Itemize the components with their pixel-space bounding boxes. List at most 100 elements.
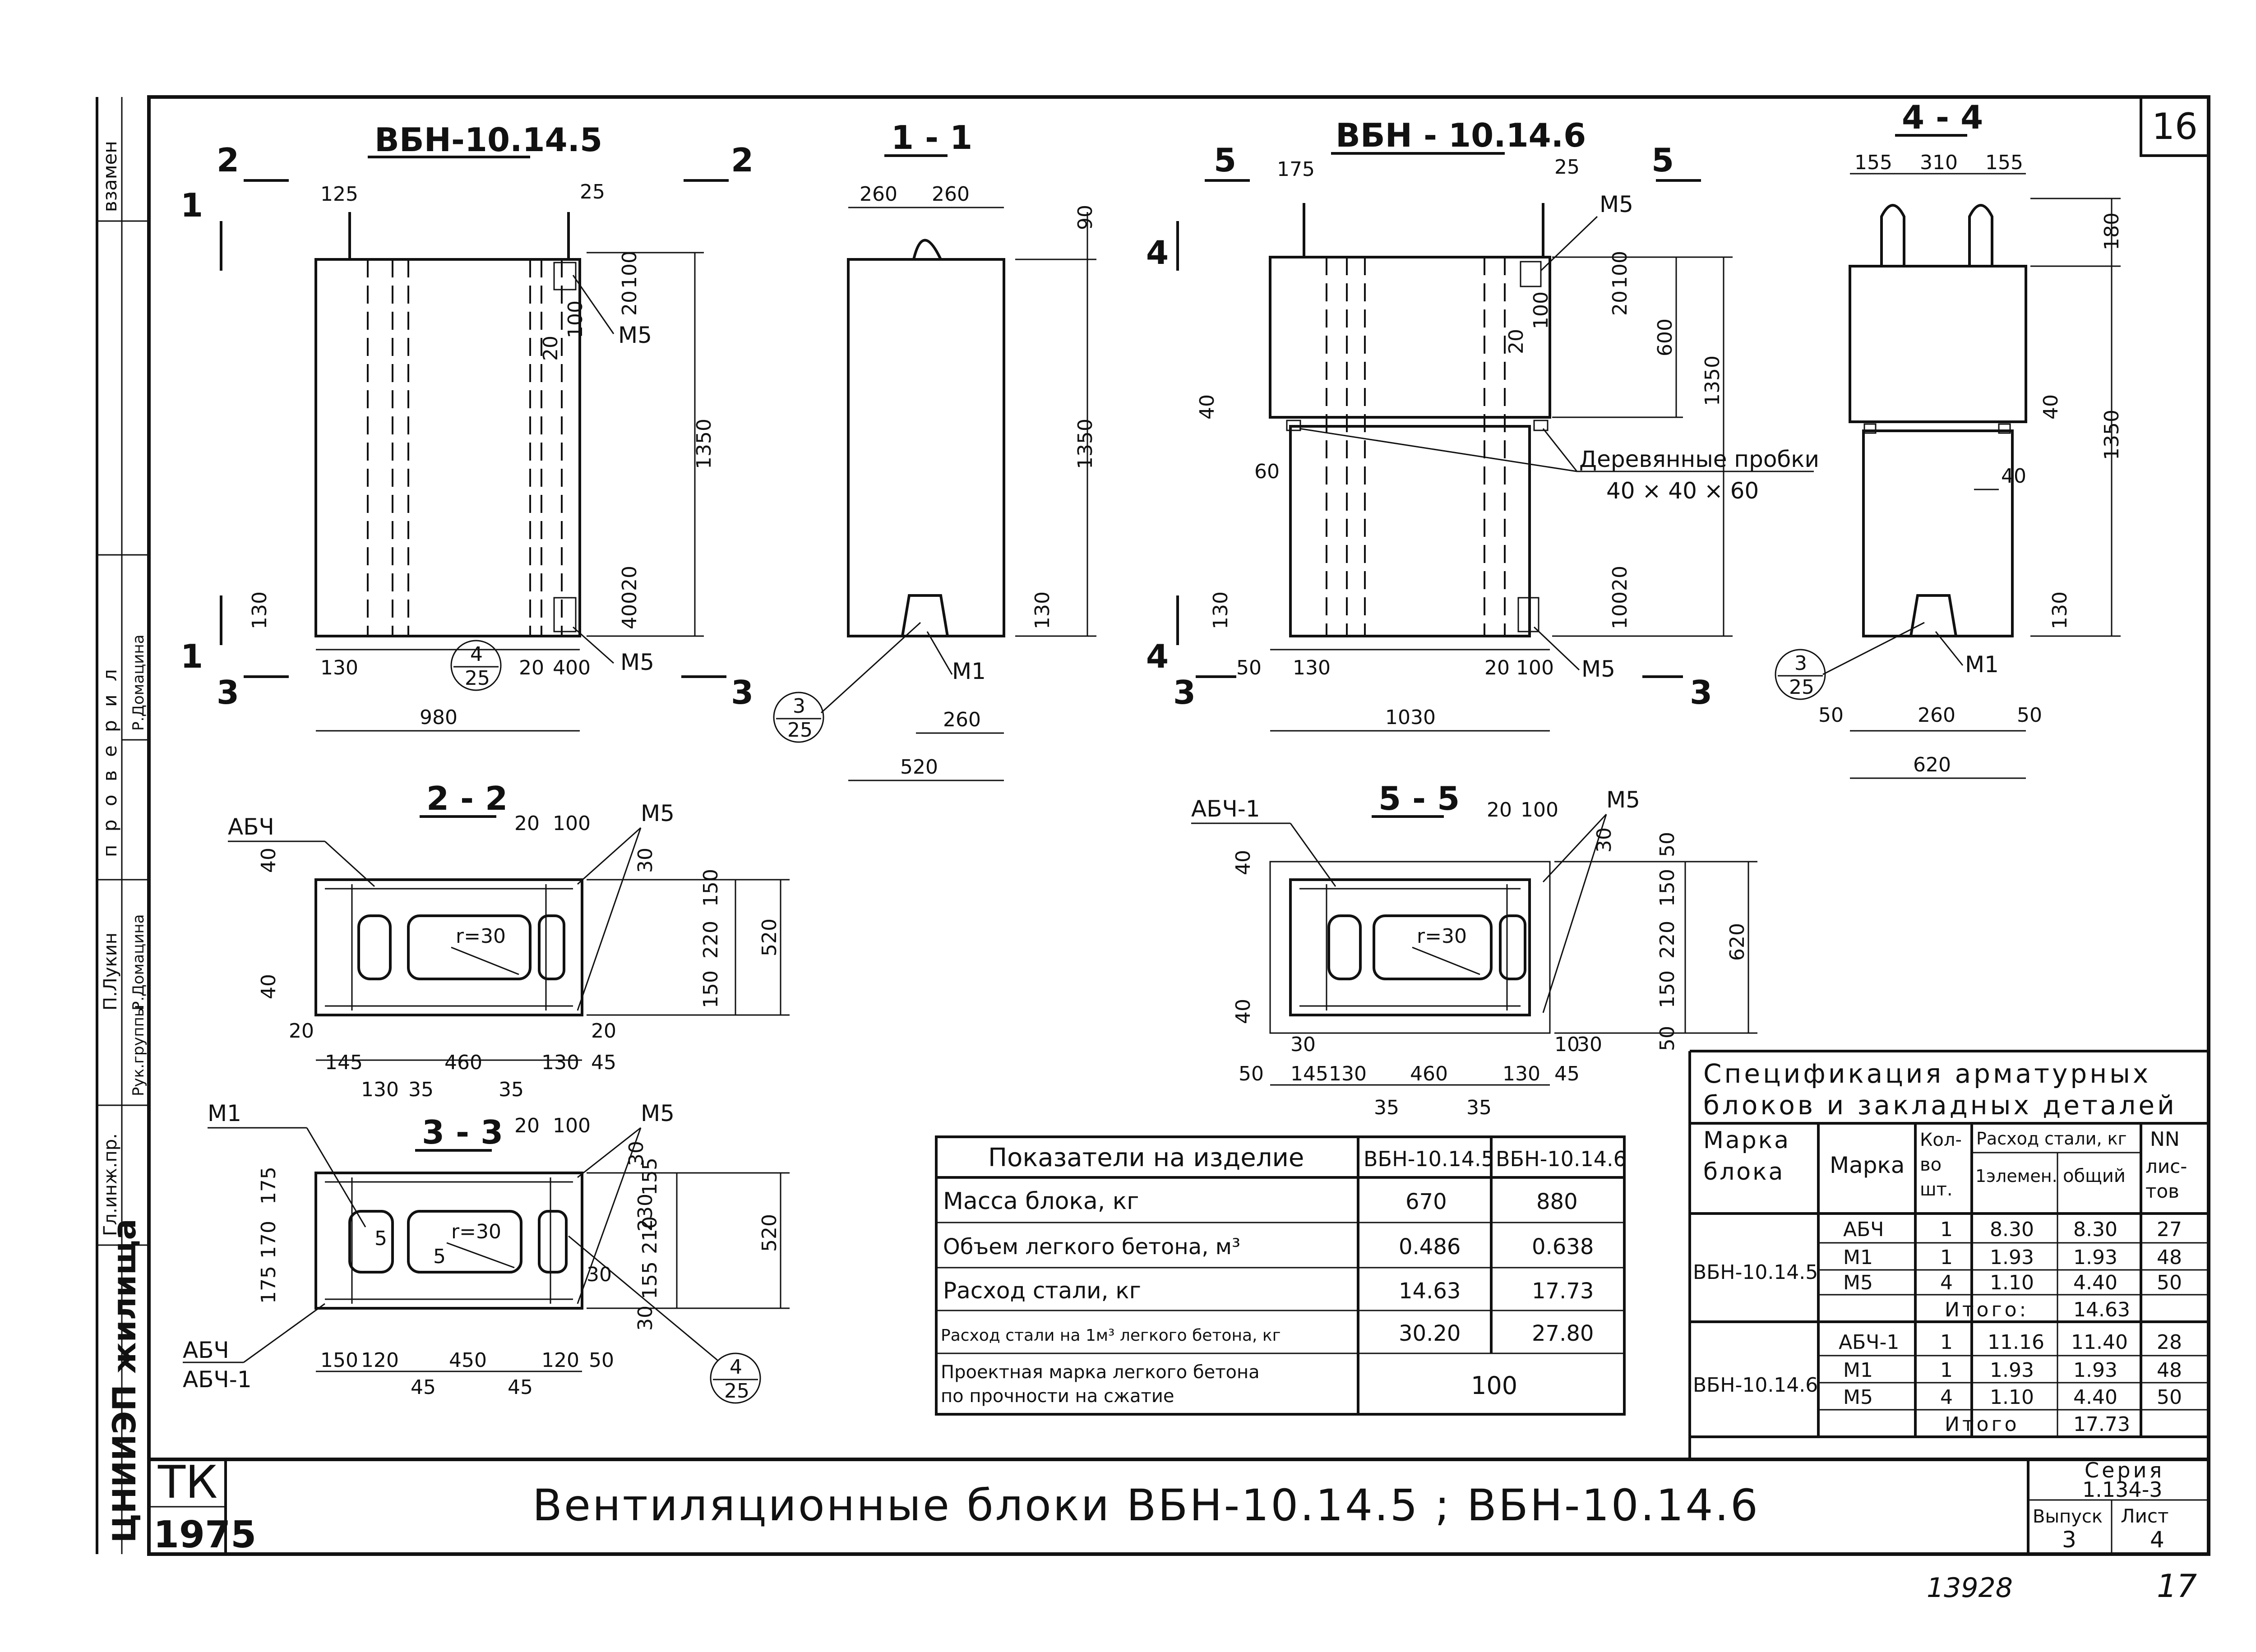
section-3-3: 3 - 3 r=30 5 5 M1 M5 20 100 175 170 175 … xyxy=(183,1100,790,1404)
dim-50: 50 xyxy=(1239,1062,1264,1085)
dim-50-top: 50 xyxy=(1656,832,1679,857)
tb-year: 1975 xyxy=(153,1514,256,1556)
cut-3-right: 3 xyxy=(731,674,754,711)
dim-30-bot: 30 xyxy=(634,1306,657,1331)
label-m5: M5 xyxy=(641,1100,675,1126)
spec-block: ВБН-10.14.6 xyxy=(1693,1374,1818,1397)
dim-20-mid: 20 xyxy=(1505,329,1528,354)
label-abch: АБЧ xyxy=(228,814,274,840)
dim-1030: 1030 xyxy=(1385,706,1436,729)
cut-5-left: 5 xyxy=(1214,141,1236,179)
tb-tk: ТК xyxy=(157,1456,217,1509)
dim-150-top: 150 xyxy=(699,869,722,907)
spec-block: ВБН-10.14.5 xyxy=(1693,1261,1818,1284)
section-2-2: 2 - 2 r=30 АБЧ M5 20 100 40 40 30 150 22… xyxy=(228,780,790,1101)
view-title: ВБН-10.14.5 xyxy=(374,121,602,159)
dim-100-mid: 100 xyxy=(1530,291,1553,329)
dim-30-top: 30 xyxy=(625,1141,648,1166)
indicator-row-b: 17.73 xyxy=(1532,1278,1594,1304)
label-m5-top: M5 xyxy=(1600,191,1633,217)
ref-num: 3 xyxy=(1794,652,1807,675)
spec-mark: M5 xyxy=(1843,1271,1873,1294)
dim-130-b: 130 xyxy=(361,1078,399,1101)
dim-155-left: 155 xyxy=(1854,151,1892,174)
dim-175-top: 175 xyxy=(257,1167,280,1204)
label-probki-b: 40 × 40 × 60 xyxy=(1606,478,1759,504)
dim-145: 145 xyxy=(325,1051,363,1074)
dim-5-b: 5 xyxy=(433,1245,446,1268)
tb-seria: 1.134-3 xyxy=(2082,1477,2163,1502)
spec-qty: 4 xyxy=(1940,1386,1953,1409)
spec-mark: M5 xyxy=(1843,1386,1873,1409)
dim-1350: 1350 xyxy=(2100,410,2123,460)
view-vbn-10-14-5: ВБН-10.14.5 125 25 1350 100 20 100 20 20… xyxy=(180,121,754,732)
spec-mark: АБЧ-1 xyxy=(1839,1331,1899,1354)
indicator-last-label-a: Проектная марка легкого бетона xyxy=(941,1362,1260,1383)
spec-h-qty-c: шт. xyxy=(1920,1179,1953,1200)
dim-400-base: 400 xyxy=(553,656,591,679)
spec-sheet: 48 xyxy=(2157,1246,2182,1269)
spec-el: 1.93 xyxy=(1990,1359,2034,1382)
dim-100-top: 100 xyxy=(1521,798,1558,821)
spec-el: 1.93 xyxy=(1990,1246,2034,1269)
ref-sheet: 25 xyxy=(1789,676,1814,699)
dim-20-top: 20 xyxy=(1609,291,1632,316)
label-abch-1: АБЧ-1 xyxy=(183,1366,252,1393)
spec-qty: 1 xyxy=(1940,1218,1953,1241)
label-r30: r=30 xyxy=(451,1220,501,1243)
spec-h-qty-a: Кол- xyxy=(1920,1130,1962,1150)
indicator-row-label: Расход стали на 1м³ легкого бетона, кг xyxy=(941,1326,1281,1345)
stamp-person3: Р.Домацина xyxy=(129,635,148,731)
dim-130-a: 130 xyxy=(541,1051,579,1074)
label-m5: M5 xyxy=(1606,787,1640,813)
dim-50-left: 50 xyxy=(1818,704,1844,727)
indicator-row-a: 14.63 xyxy=(1399,1278,1461,1304)
dim-20-bot: 20 xyxy=(618,566,641,591)
cut-2-right: 2 xyxy=(731,141,754,179)
indicators-table: Показатели на изделие ВБН-10.14.5 ВБН-10… xyxy=(935,1135,1627,1416)
spec-h-sheet-a: лис- xyxy=(2145,1155,2187,1177)
cut-5-right: 5 xyxy=(1651,141,1674,179)
dim-130: 130 xyxy=(320,656,358,679)
dim-620: 620 xyxy=(1913,753,1951,776)
dim-130-vert: 130 xyxy=(1209,591,1232,629)
tb-list: 4 xyxy=(2150,1527,2164,1553)
dim-25: 25 xyxy=(580,180,605,203)
dim-20-bot: 20 xyxy=(1609,566,1632,591)
view-title: 2 - 2 xyxy=(426,780,508,817)
dim-620: 620 xyxy=(1726,923,1749,961)
label-abch-1: АБЧ-1 xyxy=(1191,796,1260,822)
dim-30-top: 30 xyxy=(1593,827,1616,853)
spec-qty: 1 xyxy=(1940,1359,1953,1382)
tb-list-label: Лист xyxy=(2121,1505,2168,1527)
dim-20-top: 20 xyxy=(618,291,641,316)
spec-total: 4.40 xyxy=(2073,1271,2117,1294)
dim-460: 460 xyxy=(1410,1062,1448,1085)
dim-520: 520 xyxy=(758,918,781,956)
view-title: 5 - 5 xyxy=(1378,780,1460,817)
dim-40-bot: 40 xyxy=(257,974,280,999)
spec-h-nn: NN xyxy=(2150,1128,2180,1151)
spec-h-el: 1элемен. xyxy=(1975,1166,2057,1186)
dim-50: 50 xyxy=(1236,656,1262,679)
spec-total: 11.40 xyxy=(2071,1331,2128,1354)
dim-45: 45 xyxy=(591,1051,616,1074)
dim-35-a: 35 xyxy=(408,1078,434,1101)
dim-100-top: 100 xyxy=(618,251,641,289)
indicator-row-label: Расход стали, кг xyxy=(943,1278,1141,1304)
spec-total: 8.30 xyxy=(2073,1218,2117,1241)
spec-itogo: 14.63 xyxy=(2073,1298,2130,1321)
spec-sheet: 27 xyxy=(2157,1218,2182,1241)
dim-170: 170 xyxy=(257,1221,280,1259)
dim-50-right: 50 xyxy=(2017,704,2042,727)
dim-1350: 1350 xyxy=(1701,355,1724,406)
dim-40-right: 40 xyxy=(2039,394,2062,420)
ref-sheet: 25 xyxy=(724,1380,749,1403)
dim-600: 600 xyxy=(1654,318,1677,356)
spec-h-mark: Марка xyxy=(1830,1152,1905,1178)
stamp-gl-inzh: Гл.инж.пр. xyxy=(100,1133,121,1236)
dim-520: 520 xyxy=(900,756,938,779)
indicator-row-a: 670 xyxy=(1405,1189,1447,1214)
spec-qty: 4 xyxy=(1940,1271,1953,1294)
